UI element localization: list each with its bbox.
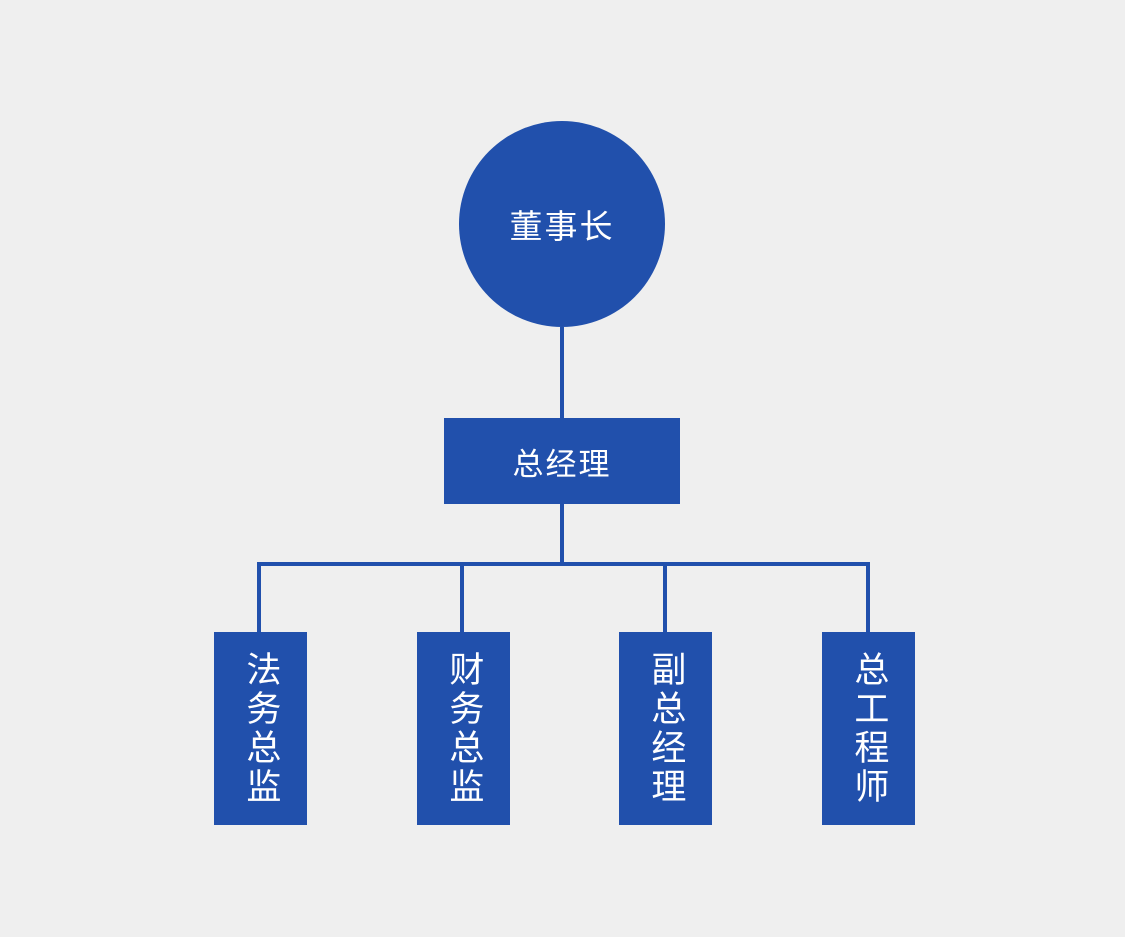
- connector-drop-deputy-general-manager: [663, 562, 667, 634]
- node-deputy-general-manager-label: 副总经理: [646, 650, 686, 807]
- node-finance-director-label: 财务总监: [444, 650, 484, 807]
- connector-drop-chief-engineer: [866, 562, 870, 634]
- node-legal-director-label: 法务总监: [241, 650, 281, 807]
- connector-chairman-to-gm: [560, 327, 564, 419]
- connector-gm-trunk: [560, 504, 564, 566]
- node-chief-engineer-label: 总工程师: [849, 650, 889, 807]
- connector-drop-legal-director: [257, 562, 261, 634]
- connector-horizontal-bus: [257, 562, 870, 566]
- node-legal-director[interactable]: 法务总监: [214, 632, 307, 825]
- node-deputy-general-manager[interactable]: 副总经理: [619, 632, 712, 825]
- node-chairman[interactable]: 董事长: [459, 121, 665, 327]
- node-general-manager[interactable]: 总经理: [444, 418, 680, 504]
- node-finance-director[interactable]: 财务总监: [417, 632, 510, 825]
- connector-drop-finance-director: [460, 562, 464, 634]
- node-chairman-label: 董事长: [509, 208, 615, 245]
- node-chief-engineer[interactable]: 总工程师: [822, 632, 915, 825]
- node-general-manager-label: 总经理: [512, 446, 612, 482]
